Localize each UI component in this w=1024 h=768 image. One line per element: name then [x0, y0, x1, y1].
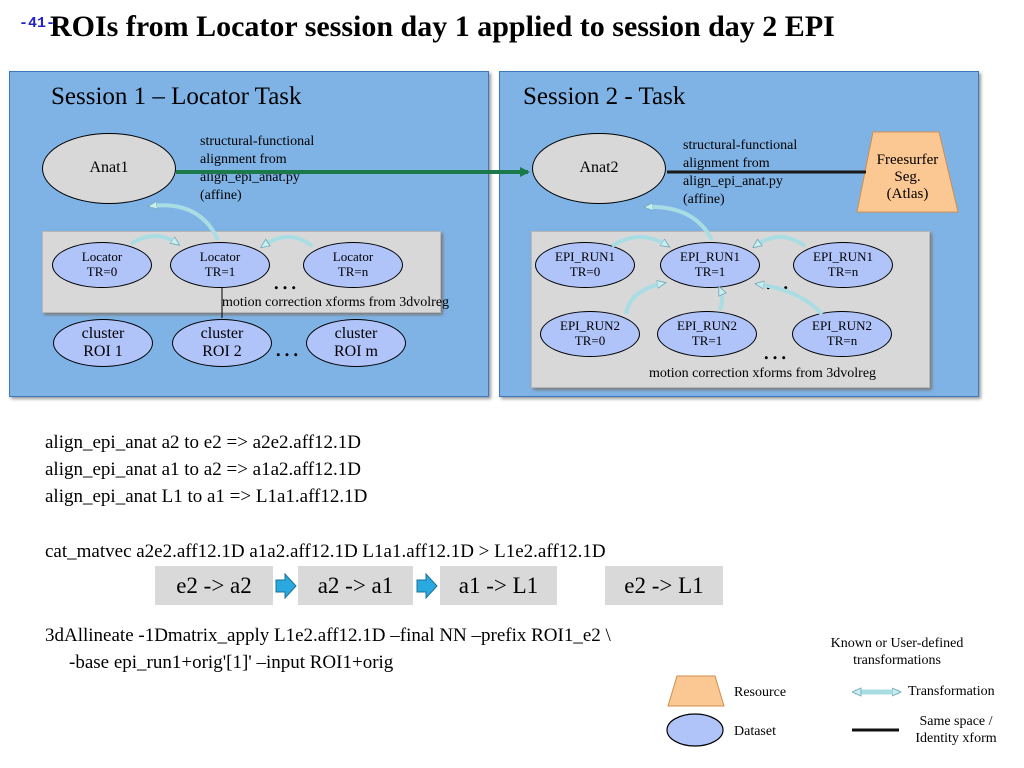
anat2-node: Anat2: [532, 133, 666, 204]
session1-note-line: align_epi_anat.py: [200, 170, 300, 185]
node-line: TR=0: [574, 333, 606, 348]
node-line: EPI_RUN2: [812, 318, 872, 334]
session2-ellipsis-1: …: [764, 266, 790, 295]
session1-title: Session 1 – Locator Task: [51, 83, 302, 110]
node-line: EPI_RUN1: [813, 249, 873, 265]
node-line: EPI_RUN1: [555, 249, 615, 265]
node-line: TR=1: [694, 264, 726, 279]
legend-identity-label: Same space / Identity xform: [902, 713, 1010, 747]
chain-chip-a1-l1: a1 -> L1: [440, 566, 557, 605]
allineate-line: -base epi_run1+orig'[1]' –input ROI1+ori…: [69, 652, 394, 673]
legend-identity-line-text: Identity xform: [915, 731, 997, 746]
node-line: EPI_RUN2: [677, 318, 737, 334]
session1-alignment-note: structural-functional alignment from ali…: [200, 133, 314, 205]
node-line: ROI 1: [83, 343, 123, 360]
chain-arrow-1: [275, 572, 297, 600]
allineate-line: 3dAllineate -1Dmatrix_apply L1e2.aff12.1…: [45, 625, 611, 646]
freesurfer-resource-label: Freesurfer Seg. (Atlas): [857, 152, 958, 203]
chain-arrow-2: [416, 572, 438, 600]
legend-header-line: Known or User-defined: [830, 636, 964, 651]
session1-note-line: (affine): [200, 188, 242, 203]
legend-dataset-label: Dataset: [734, 724, 776, 739]
resource-line: Seg.: [894, 169, 921, 185]
cat-matvec-command: cat_matvec a2e2.aff12.1D a1a2.aff12.1D L…: [45, 541, 606, 562]
node-line: cluster: [200, 324, 244, 342]
node-line: TR=0: [569, 264, 601, 279]
resource-line: Freesurfer: [876, 152, 939, 168]
node-line: TR=0: [86, 264, 118, 279]
legend-identity-line-text: Same space /: [919, 714, 993, 729]
session1-ellipsis-1: …: [272, 266, 298, 295]
legend-resource-shape: [667, 675, 725, 707]
session2-note-line: align_epi_anat.py: [683, 174, 783, 189]
node-line: cluster: [81, 324, 125, 342]
session2-note-line: (affine): [683, 192, 725, 207]
node-line: Locator: [332, 249, 374, 265]
allineate-command: 3dAllineate -1Dmatrix_apply L1e2.aff12.1…: [45, 622, 611, 676]
chain-chip-e2-a2: e2 -> a2: [155, 566, 273, 605]
align-command-line: align_epi_anat a2 to e2 => a2e2.aff12.1D: [45, 432, 362, 453]
anat1-node: Anat1: [42, 133, 176, 204]
node-line: EPI_RUN2: [560, 318, 620, 334]
page-number: -41-: [19, 15, 56, 32]
session2-title: Session 2 - Task: [523, 83, 686, 110]
session2-note-line: structural-functional: [683, 138, 798, 153]
session1-motion-label: motion correction xforms from 3dvolreg: [222, 295, 450, 310]
result-chip-e2-l1: e2 -> L1: [605, 566, 723, 605]
node-line: TR=1: [691, 333, 723, 348]
session2-alignment-note: structural-functional alignment from ali…: [683, 137, 797, 209]
session1-note-line: alignment from: [200, 152, 287, 167]
legend-transformation-label: Transformation: [908, 684, 995, 699]
legend-dataset-shape: [666, 713, 724, 747]
node-line: TR=n: [827, 264, 859, 279]
node-line: TR=1: [204, 264, 236, 279]
session1-note-line: structural-functional: [200, 134, 315, 149]
node-line: cluster: [334, 324, 378, 342]
legend-header: Known or User-defined transformations: [812, 635, 982, 669]
node-line: EPI_RUN1: [680, 249, 740, 265]
slide-title: ROIs from Locator session day 1 applied …: [50, 10, 835, 43]
chain-chip-a2-a1: a2 -> a1: [298, 566, 413, 605]
session2-ellipsis-2: …: [762, 336, 788, 365]
session2-motion-label: motion correction xforms from 3dvolreg: [649, 366, 877, 381]
resource-line: (Atlas): [886, 186, 929, 202]
node-line: ROI 2: [202, 343, 242, 360]
session1-ellipsis-2: …: [274, 333, 300, 362]
node-line: ROI m: [334, 343, 378, 360]
align-commands: align_epi_anat a2 to e2 => a2e2.aff12.1D…: [45, 429, 367, 510]
align-command-line: align_epi_anat a1 to a2 => a1a2.aff12.1D: [45, 459, 362, 480]
align-command-line: align_epi_anat L1 to a1 => L1a1.aff12.1D: [45, 486, 368, 507]
node-line: Locator: [199, 249, 241, 265]
legend-resource-label: Resource: [734, 685, 787, 700]
node-line: TR=n: [826, 333, 858, 348]
legend-header-line: transformations: [853, 653, 941, 668]
node-line: TR=n: [337, 264, 369, 279]
node-line: Locator: [81, 249, 123, 265]
session2-note-line: alignment from: [683, 156, 770, 171]
